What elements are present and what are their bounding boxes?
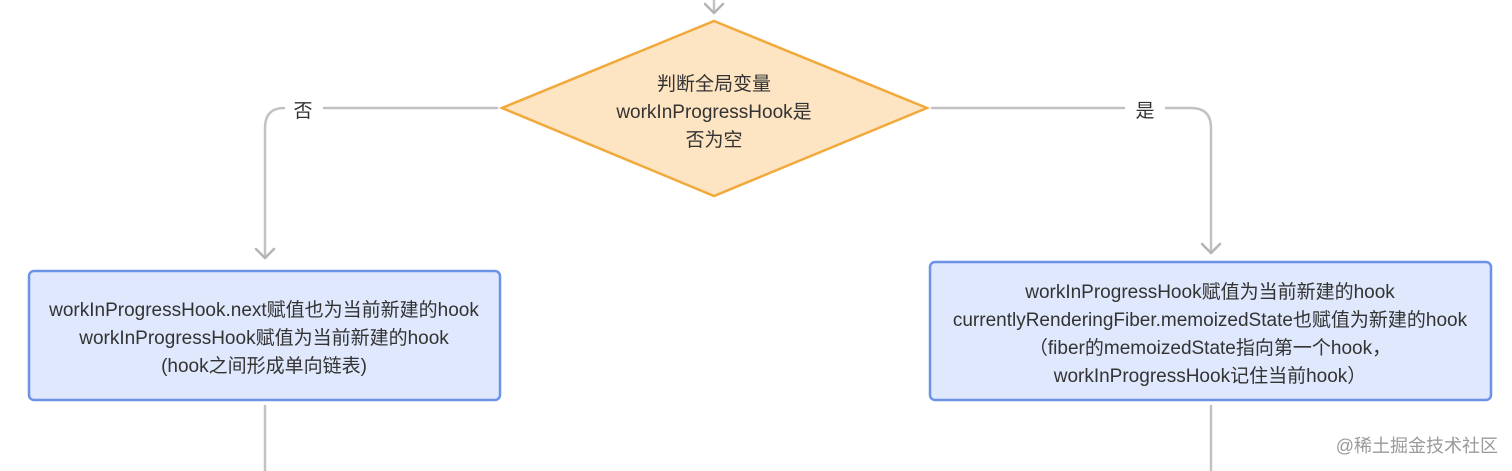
- decision-diamond: [498, 19, 931, 198]
- left-process-box: [27, 269, 502, 402]
- decision-line-1: 判断全局变量: [657, 73, 771, 95]
- right-process-box: [928, 260, 1493, 402]
- decision-line-2: workInProgressHook是: [615, 102, 811, 123]
- yes-branch-connector: 是: [930, 101, 1222, 255]
- decision-line-3: 否为空: [685, 129, 742, 151]
- right-process-node[interactable]: workInProgressHook赋值为当前新建的hook currently…: [928, 260, 1493, 402]
- decision-node[interactable]: 判断全局变量 workInProgressHook是 否为空: [498, 19, 931, 198]
- left-process-node[interactable]: workInProgressHook.next赋值也为当前新建的hook wor…: [27, 269, 502, 402]
- left-box-line-1: workInProgressHook.next赋值也为当前新建的hook: [48, 299, 479, 321]
- left-box-line-3: (hook之间形成单向链表): [161, 355, 367, 377]
- yes-branch-label: 是: [1135, 101, 1154, 122]
- no-branch-connector: 否: [254, 101, 499, 260]
- incoming-arrow: [703, 0, 725, 15]
- left-box-line-2: workInProgressHook赋值为当前新建的hook: [78, 327, 449, 349]
- no-branch-label: 否: [293, 101, 312, 122]
- right-box-line-3: （fiber的memoizedState指向第一个hook，: [1029, 337, 1391, 359]
- right-box-line-4: workInProgressHook记住当前hook）: [1053, 365, 1367, 387]
- watermark: @稀土掘金技术社区: [1336, 436, 1498, 456]
- right-box-line-1: workInProgressHook赋值为当前新建的hook: [1024, 281, 1395, 303]
- right-box-line-2: currentlyRenderingFiber.memoizedState也赋值…: [953, 309, 1468, 331]
